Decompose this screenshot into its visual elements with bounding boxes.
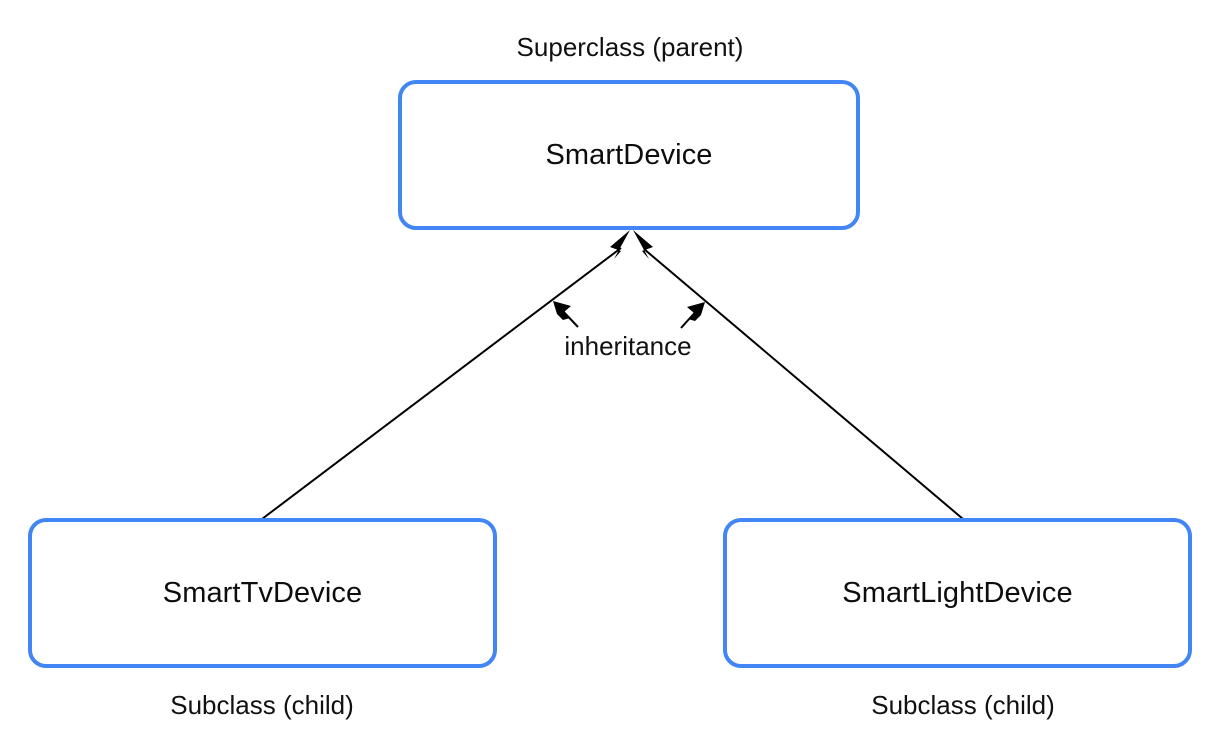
subclass-left-role-label: Subclass (child) [170,690,354,720]
class-box-smartdevice[interactable]: SmartDevice [398,80,860,230]
class-name-smartlightdevice: SmartLightDevice [842,576,1073,609]
class-name-smarttvdevice: SmartTvDevice [162,576,363,609]
edge-arrowhead-smarttvdevice [610,230,630,259]
class-box-smarttvdevice[interactable]: SmartTvDevice [28,518,497,668]
edge-arrowhead-smartlightdevice [633,230,653,259]
inheritance-label: inheritance [564,331,692,361]
class-box-smartlightdevice[interactable]: SmartLightDevice [723,518,1192,668]
inheritance-pointer-left-icon [553,301,579,328]
edge-line-smarttvdevice [261,247,622,520]
subclass-right-role-label: Subclass (child) [871,690,1055,720]
inheritance-pointer-right-icon [680,302,705,329]
edge-line-smartlightdevice [643,248,964,520]
superclass-role-label: Superclass (parent) [516,32,744,62]
class-name-smartdevice: SmartDevice [545,138,713,171]
